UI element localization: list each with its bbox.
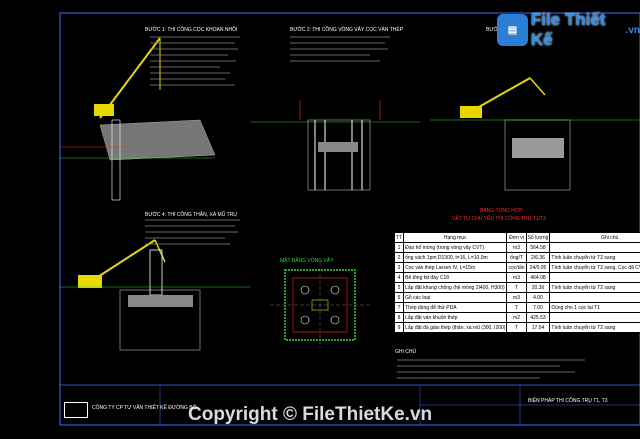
watermark-brand: File Thiết Kế: [530, 10, 606, 49]
table-cell: 2: [393, 252, 405, 263]
col-header: Đơn vị: [506, 232, 527, 243]
table-cell: cọc/tấn: [506, 262, 527, 273]
table-cell: 20.36: [525, 282, 551, 293]
table-cell: ống/T: [506, 252, 527, 263]
table-cell: Tính luân chuyển từ T2 sang: [549, 322, 640, 333]
table-cell: m3: [506, 242, 527, 253]
table-cell: T: [506, 302, 527, 313]
table-cell: 7: [393, 302, 405, 313]
step1-text-lines: [150, 36, 240, 86]
col-header: Hạng mục: [403, 232, 508, 243]
table-cell: 9: [393, 322, 405, 333]
table-cell: Tính luân chuyển từ T2 sang: [549, 282, 640, 293]
table-cell: T: [506, 322, 527, 333]
step4-title: BƯỚC 4: THI CÔNG THÂN, XÀ MŨ TRỤ: [145, 212, 237, 218]
sheet-frame: [59, 12, 640, 426]
plan-title: MẶT BẰNG VÒNG VÂY: [280, 258, 334, 264]
table-cell: Lắp đặt khung chống (hệ móng 2I400, H300…: [403, 282, 508, 293]
table-cell: Tính luân chuyển từ T2 sang, Cọc đã CVT …: [549, 262, 640, 273]
step2-drawing: [250, 100, 420, 191]
table-cell: 24/0.05: [525, 262, 551, 273]
table-cell: 2/6.36: [525, 252, 551, 263]
company-name: CÔNG TY CP TƯ VẤN THIẾT KẾ ĐƯỜNG BỘ: [92, 405, 197, 411]
table-cell: [549, 272, 640, 283]
watermark-suffix: .vn: [625, 24, 640, 36]
step4-text-lines: [145, 219, 240, 245]
notes-lines: [397, 359, 585, 379]
table-cell: T: [506, 282, 527, 293]
table-cell: 1: [393, 242, 405, 253]
table-cell: [549, 242, 640, 253]
file-icon: ▤: [497, 14, 528, 46]
table-cell: m2: [506, 312, 527, 323]
col-header: Số lượng: [525, 232, 551, 243]
table-cell: m3: [506, 272, 527, 283]
table-header-row: TT Hạng mục Đơn vị Số lượng Ghi chú: [393, 232, 640, 243]
table-cell: 464.08: [525, 272, 551, 283]
table-cell: 3: [393, 262, 405, 273]
table-cell: 4.00: [525, 292, 551, 303]
table-cell: Tính luân chuyển từ T2 sang: [549, 252, 640, 263]
step2-text-lines: [290, 36, 390, 62]
table-cell: [549, 292, 640, 303]
step3-drawing: [430, 77, 640, 191]
table-cell: 7.00: [525, 302, 551, 313]
copyright-watermark: Copyright © FileThietKe.vn: [188, 404, 433, 425]
col-header: TT: [393, 232, 405, 243]
table-cell: 564.58: [525, 242, 551, 253]
drawing-title: BIỆN PHÁP THI CÔNG TRỤ T1, T3: [528, 398, 608, 404]
table-cell: 17.04: [525, 322, 551, 333]
table-cell: m3: [506, 292, 527, 303]
step4-drawing: [60, 239, 250, 351]
table-cell: Lắp đặt ván khuôn thép: [403, 312, 508, 323]
step3-title: BƯỚC 3: [486, 27, 506, 33]
table-cell: Đào hố móng (trong vòng vây CVT): [403, 242, 508, 253]
table-cell: Cọc ván thép Larsen IV, L=15m: [403, 262, 508, 273]
table-cell: ống vách 1pm D1300, t=16, L=10.0m: [403, 252, 508, 263]
step1-drawing: [60, 37, 216, 201]
table-cell: 6: [393, 292, 405, 303]
company-logo-box: [64, 402, 88, 418]
table-cell: Lắp đặt đà giáo thép (thân, xà mũ (300, …: [403, 322, 508, 333]
table-cell: Bê tông bịt đáy C18: [403, 272, 508, 283]
table-cell: 425.53: [525, 312, 551, 323]
step1-title: BƯỚC 1: THI CÔNG CỌC KHOAN NHỒI: [145, 27, 238, 33]
table-cell: 5: [393, 282, 405, 293]
table-title-1: BẢNG TỔNG HỢP: [480, 208, 523, 214]
notes-title: GHI CHÚ: [395, 349, 417, 355]
table-cell: Dùng cho 1 cọc tại T1: [549, 302, 640, 313]
table-cell: Gỗ các loại: [403, 292, 508, 303]
table-cell: 8: [393, 312, 405, 323]
step2-title: BƯỚC 2: THI CÔNG VÒNG VÂY CỌC VÁN THÉP: [290, 27, 404, 33]
table-cell: 4: [393, 272, 405, 283]
table-cell: [549, 312, 640, 323]
watermark-badge: ▤ File Thiết Kế .vn: [497, 10, 640, 49]
plan-view-drawing: [270, 262, 370, 348]
col-header: Ghi chú: [549, 232, 640, 243]
table-cell: Thép dùng để thử PDA: [403, 302, 508, 313]
table-title-2: VẬT TƯ CHỦ YẾU THI CÔNG TRỤ T1/T3: [452, 216, 546, 222]
